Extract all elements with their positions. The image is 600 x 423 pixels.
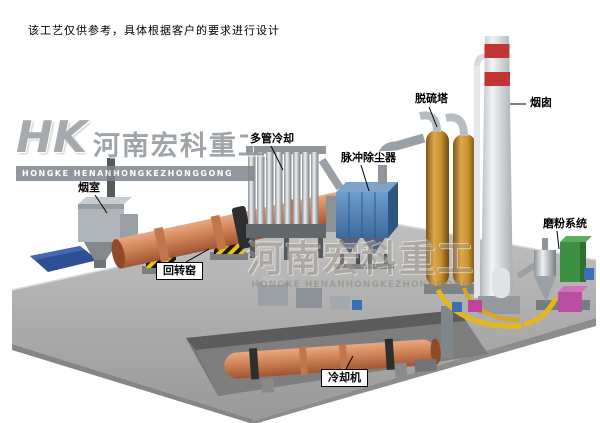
desulfurization-towers <box>419 111 478 294</box>
ground-pipes <box>435 287 523 329</box>
grinding-system-unit <box>516 236 594 327</box>
label-cooler: 冷却机 <box>321 369 368 387</box>
leader-lines <box>94 103 560 370</box>
label-grinding-system: 磨粉系统 <box>541 217 589 231</box>
feed-pad <box>30 246 98 272</box>
kiln-girth-gear <box>231 205 254 249</box>
pulse-dust-collector-unit <box>334 133 426 269</box>
brand-logo: HK 河南宏科重工 HONGKE HENANHONGKEZHONGGONG <box>16 116 266 181</box>
label-rotary-kiln: 回转窑 <box>156 262 203 280</box>
disclaimer-text: 该工艺仅供参考，具体根据客户的要求进行设计 <box>28 24 280 37</box>
multi-tube-cooler-unit <box>246 146 344 260</box>
chimney-stack <box>474 36 520 314</box>
kiln-discharge-units <box>258 277 453 358</box>
smoke-chamber-unit <box>78 158 138 268</box>
label-chimney: 烟囱 <box>528 96 554 110</box>
cooler-machine <box>224 338 441 393</box>
brand-name-en: HONGKE HENANHONGKEZHONGGONG <box>16 166 254 181</box>
label-multi-tube-cooler: 多管冷却 <box>248 132 296 146</box>
label-desulfurization-tower: 脱硫塔 <box>413 92 450 106</box>
brand-logo-mark: HK <box>16 112 87 163</box>
brand-name-cn: 河南宏科重工 <box>92 131 267 162</box>
label-pulse-dust-collector: 脉冲除尘器 <box>339 151 398 165</box>
label-smoke-chamber: 烟室 <box>76 181 102 195</box>
